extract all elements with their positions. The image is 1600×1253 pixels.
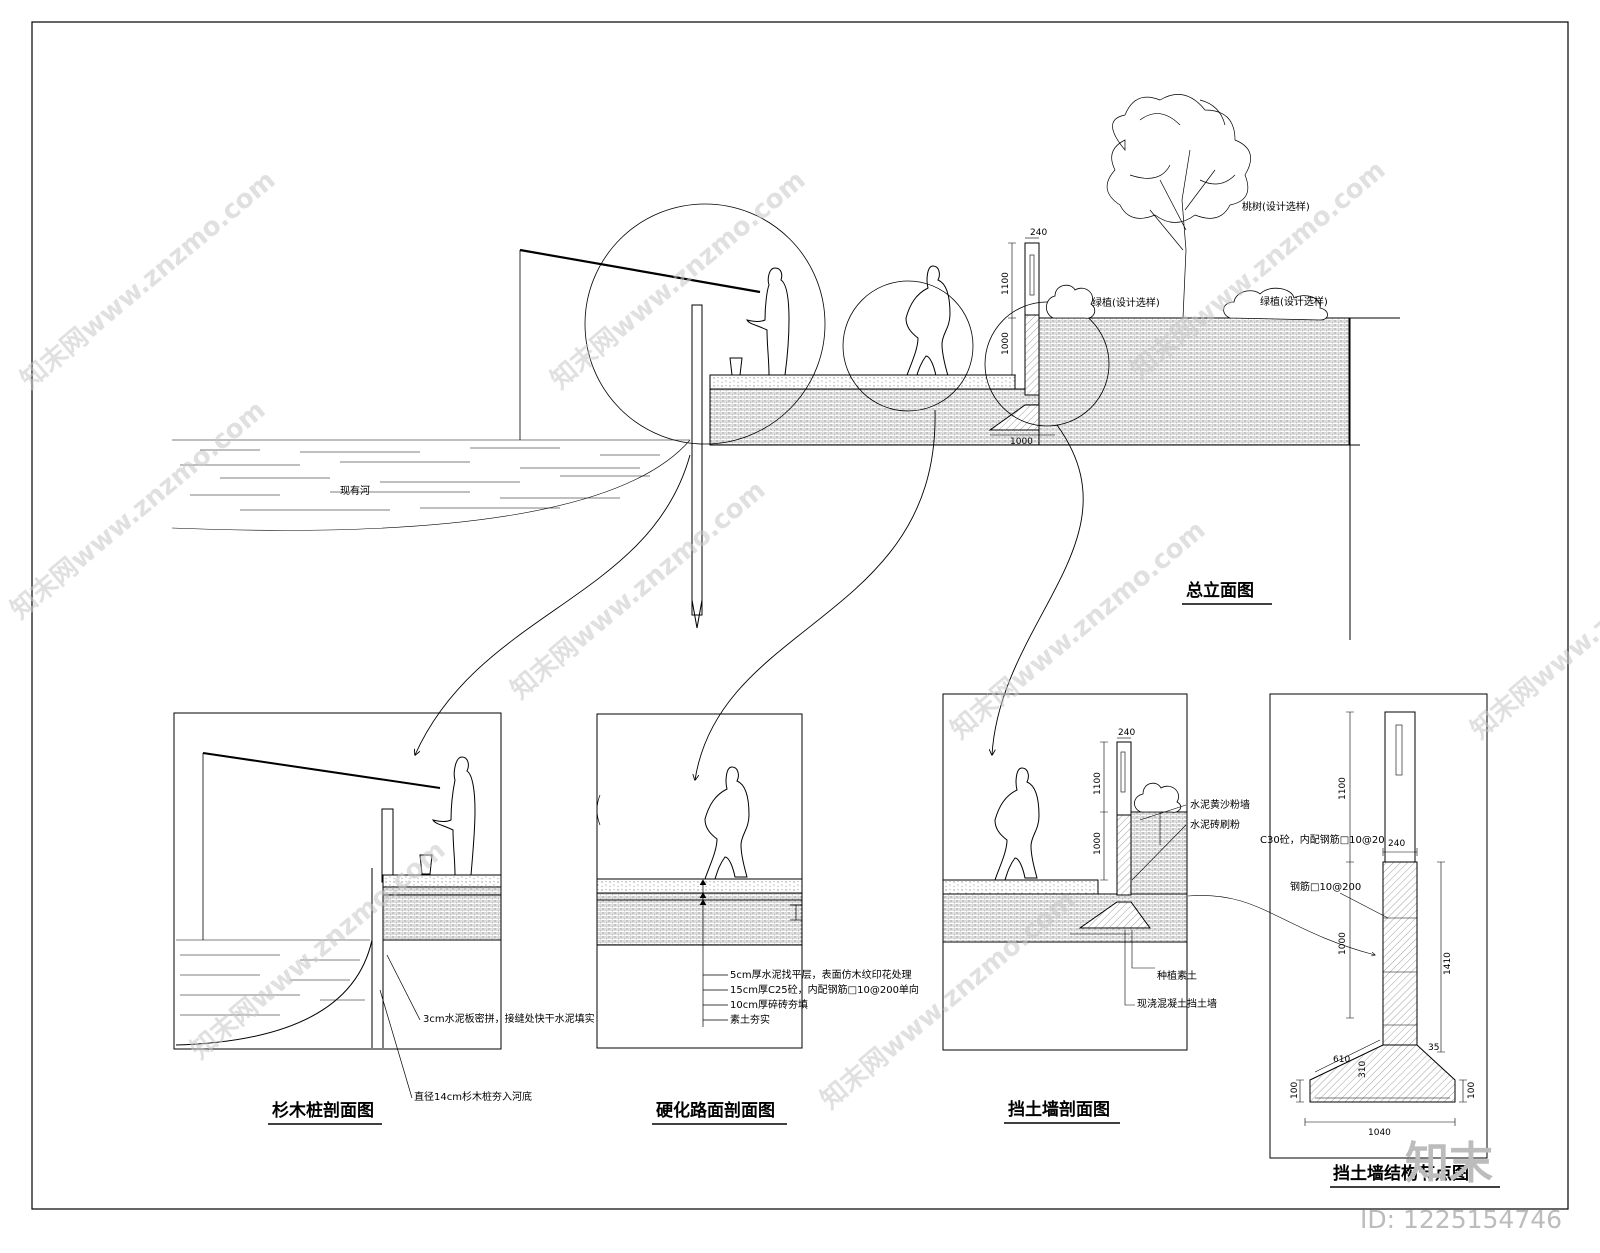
dim-1000-detail: 1000 [1338, 932, 1348, 955]
title-wall: 挡土墙剖面图 [1008, 1099, 1110, 1120]
dim-1000b-overall: 1000 [1010, 437, 1033, 447]
bush-right [1223, 287, 1328, 321]
title-road: 硬化路面剖面图 [656, 1100, 775, 1121]
dim-35-detail: 35 [1428, 1043, 1439, 1053]
dim-1000-overall: 1000 [1001, 332, 1011, 355]
fishing-rod [519, 248, 761, 294]
dim-1410-detail: 1410 [1443, 952, 1453, 975]
dim-240-wall: 240 [1118, 728, 1135, 738]
wall-note-5: 现浇混凝土挡土墙 [1137, 997, 1217, 1010]
dim-310-detail: 310 [1358, 1061, 1368, 1078]
detail-note-1: 钢筋□10@200 [1290, 880, 1361, 893]
wall-note-4: 种植素土 [1157, 969, 1197, 982]
dim-240-detail: 240 [1388, 839, 1405, 849]
title-pile: 杉木桩剖面图 [272, 1100, 374, 1121]
image-id: ID: 1225154746 [1360, 1205, 1562, 1234]
wall-note-3: C30砼，内配钢筋□10@200双向 [1260, 833, 1411, 846]
peach-label: 桃树(设计选样) [1242, 200, 1310, 213]
fisher-figure [746, 267, 790, 376]
planting-soil [1038, 317, 1350, 446]
brand-logo: 知末 [1405, 1138, 1493, 1189]
deck-surface [709, 374, 1016, 390]
dim-100-detail-right: 100 [1467, 1082, 1477, 1099]
watermark-7: 知末网www.znzmo.com [1465, 515, 1600, 745]
dim-1040-detail: 1040 [1368, 1128, 1391, 1138]
overall-callouts [415, 409, 1084, 780]
dim-1100-detail: 1100 [1338, 777, 1348, 800]
watermark-4: 知末网www.znzmo.com [5, 395, 271, 625]
overall-elevation [171, 94, 1400, 780]
pile-note-2: 直径14cm杉木桩夯入河底 [414, 1090, 532, 1103]
bush-left [1046, 284, 1096, 319]
dim-1100-overall: 1100 [1001, 272, 1011, 295]
wall-note-1: 水泥黄沙粉墙 [1190, 798, 1250, 811]
dim-610-detail: 610 [1333, 1055, 1350, 1065]
title-detail: 挡土墙结构节点图 [1333, 1163, 1469, 1184]
dim-1000-wall: 1000 [1093, 832, 1103, 855]
detail-circle-pile [584, 203, 826, 445]
wall-note-2: 水泥砖刷粉 [1190, 818, 1240, 831]
wood-pile [691, 304, 703, 616]
watermark-8: 知末网www.znzmo.com [185, 835, 451, 1065]
deck-base [709, 388, 1041, 446]
road-note-3: 10cm厚碎砖夯填 [730, 998, 808, 1011]
pile-note-1: 3cm水泥板密拼，接缝处快干水泥填实 [423, 1012, 595, 1025]
river-label: 现有河 [340, 484, 370, 497]
river-water [171, 439, 691, 531]
dim-100-detail-left: 100 [1290, 1082, 1300, 1099]
watermark-6: 知末网www.znzmo.com [945, 515, 1211, 745]
peach-tree [1106, 94, 1251, 319]
green-label-2: 绿植(设计选样) [1260, 295, 1328, 308]
overall-dims [990, 237, 1055, 436]
watermark-1: 知末网www.znzmo.com [15, 165, 281, 395]
road-note-1: 5cm厚水泥找平层，表面仿木纹印花处理 [730, 968, 912, 981]
pile-section [173, 712, 502, 1099]
walker-figure [905, 265, 951, 379]
green-label-1: 绿植(设计选样) [1092, 296, 1160, 309]
wall-section [942, 693, 1375, 1051]
detail-circle-road [842, 280, 974, 412]
dim-240-overall: 240 [1030, 228, 1047, 238]
road-section [596, 713, 803, 1049]
title-overall: 总立面图 [1186, 580, 1254, 601]
detail-section [1269, 693, 1488, 1159]
road-note-2: 15cm厚C25砼，内配钢筋□10@200单向 [730, 983, 919, 996]
watermark-5: 知末网www.znzmo.com [505, 475, 771, 705]
drawing-frame [31, 21, 1569, 1210]
dim-1100-wall: 1100 [1093, 772, 1103, 795]
road-note-4: 素土夯实 [730, 1013, 770, 1026]
